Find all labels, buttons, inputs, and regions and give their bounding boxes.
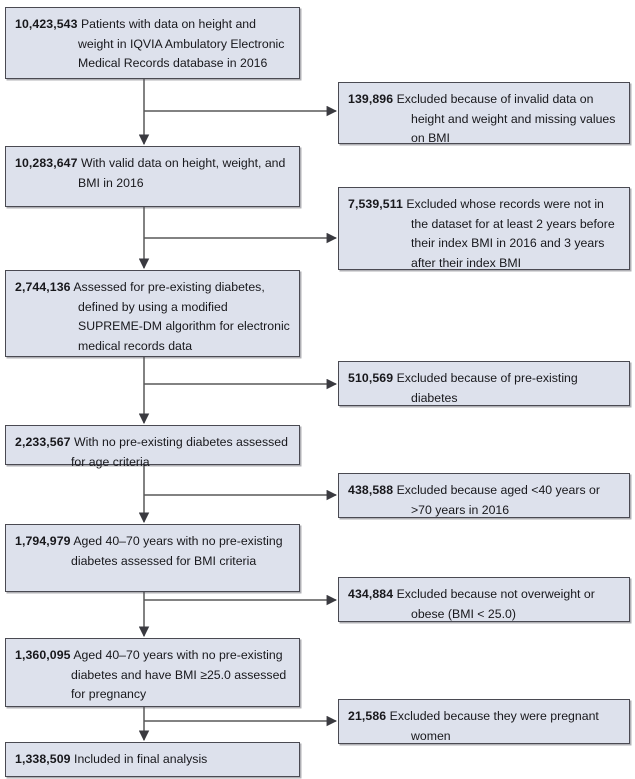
node-total-patients-text: 10,423,543 Patients with data on height … — [15, 15, 291, 74]
node-assessed-diabetes-text: 2,744,136 Assessed for pre-existing diab… — [15, 278, 291, 356]
node-excl-pregnant-count: 21,586 — [348, 709, 387, 723]
node-excl-not-overweight-text: 434,884 Excluded because not overweight … — [348, 585, 621, 624]
node-excl-pre-existing-diabetes-text: 510,569 Excluded because of pre-existing… — [348, 369, 621, 408]
node-aged-40-70-bmi-text: 1,794,979 Aged 40–70 years with no pre-e… — [15, 532, 291, 571]
node-no-diabetes-age-count: 2,233,567 — [15, 435, 71, 449]
node-excl-invalid-data-label: Excluded because of invalid data on heig… — [396, 92, 616, 146]
node-bmi-25-pregnancy-label: Aged 40–70 years with no pre-existing di… — [71, 648, 287, 702]
node-aged-40-70-bmi-label: Aged 40–70 years with no pre-existing di… — [71, 534, 283, 568]
node-total-patients-count: 10,423,543 — [15, 17, 78, 31]
node-final-analysis-label: Included in final analysis — [74, 752, 208, 766]
node-final-analysis-count: 1,338,509 — [15, 752, 71, 766]
node-assessed-diabetes-count: 2,744,136 — [15, 280, 71, 294]
node-excl-age-count: 438,588 — [348, 483, 394, 497]
node-aged-40-70-bmi: 1,794,979 Aged 40–70 years with no pre-e… — [5, 524, 300, 592]
node-excl-pregnant: 21,586 Excluded because they were pregna… — [338, 699, 630, 744]
node-bmi-25-pregnancy-count: 1,360,095 — [15, 648, 71, 662]
node-excl-pre-existing-diabetes-count: 510,569 — [348, 371, 394, 385]
node-excl-invalid-data-text: 139,896 Excluded because of invalid data… — [348, 90, 621, 149]
node-excl-invalid-data-count: 139,896 — [348, 92, 394, 106]
node-total-patients: 10,423,543 Patients with data on height … — [5, 7, 300, 79]
node-bmi-25-pregnancy: 1,360,095 Aged 40–70 years with no pre-e… — [5, 638, 300, 707]
node-total-patients-label: Patients with data on height and weight … — [78, 17, 285, 71]
node-excl-pre-existing-diabetes: 510,569 Excluded because of pre-existing… — [338, 361, 630, 406]
node-excl-not-overweight-label: Excluded because not overweight or obese… — [396, 587, 595, 621]
node-excl-records-window-label: Excluded whose records were not in the d… — [406, 197, 615, 270]
node-excl-records-window: 7,539,511 Excluded whose records were no… — [338, 187, 630, 270]
node-excl-pregnant-text: 21,586 Excluded because they were pregna… — [348, 707, 621, 746]
node-excl-not-overweight-count: 434,884 — [348, 587, 394, 601]
node-valid-data-count: 10,283,647 — [15, 156, 78, 170]
node-excl-records-window-count: 7,539,511 — [348, 197, 403, 211]
node-valid-data-text: 10,283,647 With valid data on height, we… — [15, 154, 291, 193]
node-no-diabetes-age: 2,233,567 With no pre-existing diabetes … — [5, 425, 300, 469]
node-final-analysis-text: 1,338,509 Included in final analysis — [15, 750, 291, 770]
node-excl-not-overweight: 434,884 Excluded because not overweight … — [338, 577, 630, 622]
node-valid-data-label: With valid data on height, weight, and B… — [78, 156, 286, 190]
node-excl-age: 438,588 Excluded because aged <40 years … — [338, 473, 630, 518]
node-bmi-25-pregnancy-text: 1,360,095 Aged 40–70 years with no pre-e… — [15, 646, 291, 705]
node-excl-records-window-text: 7,539,511 Excluded whose records were no… — [348, 195, 621, 273]
node-no-diabetes-age-text: 2,233,567 With no pre-existing diabetes … — [15, 433, 291, 472]
node-excl-age-label: Excluded because aged <40 years or >70 y… — [396, 483, 600, 517]
node-excl-invalid-data: 139,896 Excluded because of invalid data… — [338, 82, 630, 145]
node-excl-pre-existing-diabetes-label: Excluded because of pre-existing diabete… — [396, 371, 578, 405]
node-excl-age-text: 438,588 Excluded because aged <40 years … — [348, 481, 621, 520]
node-final-analysis: 1,338,509 Included in final analysis — [5, 742, 300, 777]
node-valid-data: 10,283,647 With valid data on height, we… — [5, 146, 300, 207]
node-aged-40-70-bmi-count: 1,794,979 — [15, 534, 71, 548]
node-excl-pregnant-label: Excluded because they were pregnant wome… — [389, 709, 599, 743]
node-assessed-diabetes: 2,744,136 Assessed for pre-existing diab… — [5, 270, 300, 357]
node-assessed-diabetes-label: Assessed for pre-existing diabetes, defi… — [73, 280, 290, 353]
node-no-diabetes-age-label: With no pre-existing diabetes assessed f… — [71, 435, 288, 469]
